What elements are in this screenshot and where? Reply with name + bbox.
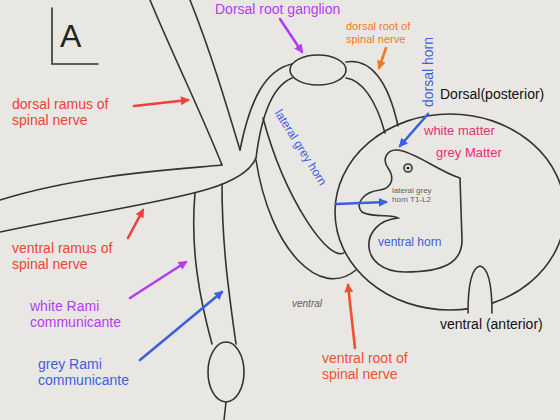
part-label: ventral horn [378, 236, 441, 250]
leader-arrow [134, 100, 188, 106]
leader-arrow [140, 292, 222, 360]
part-label: ventral root of spinal nerve [322, 350, 434, 382]
part-label: grey Rami communicante [38, 356, 148, 388]
part-label: grey Matter [436, 146, 502, 161]
small-dot [407, 167, 409, 169]
dorsal-root-ganglion-shape [290, 55, 346, 85]
grey-matter-outline [359, 150, 462, 272]
part-label: Dorsal root ganglion [215, 1, 340, 17]
leader-arrows [128, 19, 428, 360]
part-label: lateral grey horn [271, 108, 329, 189]
grey-ramus-line [222, 184, 236, 344]
dorsal-root-line [346, 78, 385, 133]
part-label: dorsal horn [420, 37, 436, 107]
pencil-note: lateral grey horn T1-L2 [392, 186, 448, 204]
direction-label: ventral (anterior) [440, 316, 543, 332]
part-label: ventral ramus of spinal nerve [12, 240, 142, 272]
leader-arrow [400, 114, 428, 146]
ventral-root-line [263, 118, 345, 254]
sympathetic-ganglion [208, 342, 244, 402]
white-ramus-line [194, 193, 212, 344]
small-circle [404, 164, 412, 172]
part-label: white matter [424, 124, 495, 139]
ventral-fissure [468, 266, 492, 313]
part-label: white Rami communicante [30, 298, 145, 330]
dorsal-root-line [346, 62, 398, 126]
leader-arrow [128, 210, 143, 238]
part-label: dorsal ramus of spinal nerve [12, 96, 134, 128]
pencil-note: ventral [292, 298, 322, 310]
spinal-cord-outline [335, 114, 560, 310]
part-label: dorsal root of spinal nerve [346, 20, 418, 45]
dorsal-ramus-line [150, 0, 222, 165]
leader-arrow [379, 48, 386, 68]
leader-arrow [130, 262, 186, 298]
corner-bracket [52, 8, 98, 64]
panel-letter: A [60, 18, 81, 55]
ventral-ramus-line [0, 158, 256, 232]
leader-arrow [348, 285, 355, 348]
leader-arrow [336, 202, 386, 204]
direction-label: Dorsal(posterior) [440, 86, 544, 102]
dorsal-ramus-line [190, 0, 240, 150]
sympathetic-chain [224, 402, 226, 420]
leader-arrow [280, 19, 302, 52]
